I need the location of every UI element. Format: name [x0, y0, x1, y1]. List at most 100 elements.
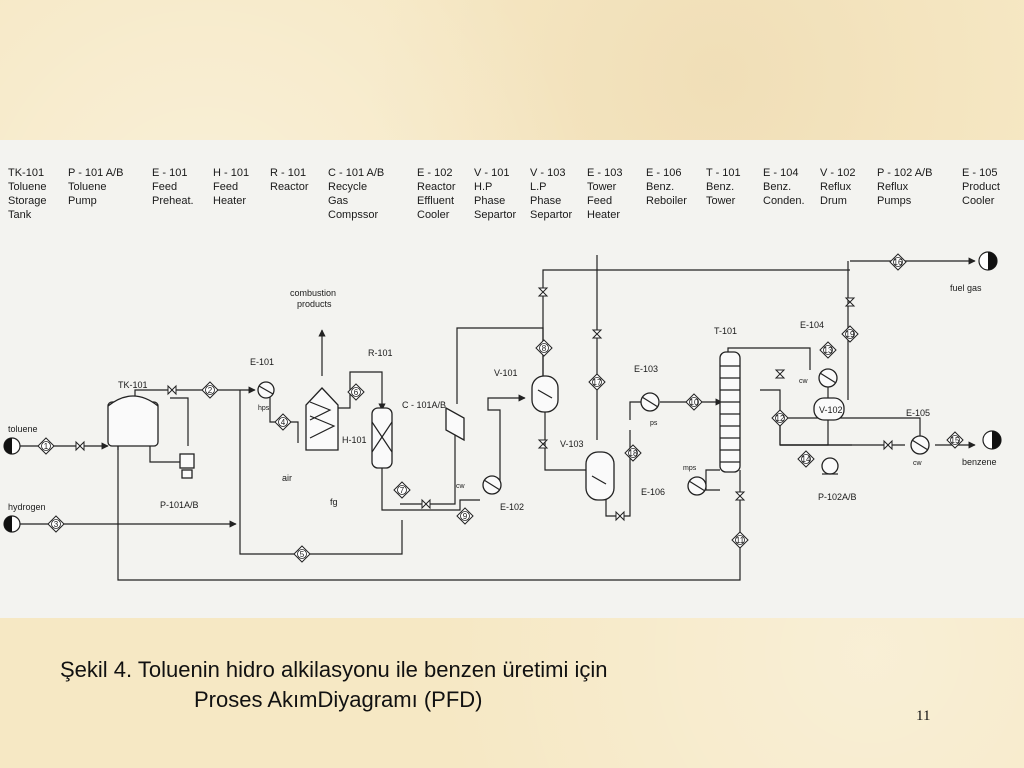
equipment-description: Toluene: [68, 181, 107, 193]
label-e103: E-103: [634, 364, 658, 374]
label-air: air: [282, 473, 292, 483]
stream-marker-4: 4: [274, 413, 292, 431]
stream-number: 3: [54, 520, 59, 529]
stream-number: 8: [542, 344, 547, 353]
valves: [75, 287, 893, 522]
stream-marker-18: 18: [624, 444, 642, 462]
stream-number: 1: [44, 442, 49, 451]
stream-number: 7: [400, 486, 405, 495]
equipment-description: Recycle: [328, 181, 367, 193]
stream-marker-14: 14: [797, 450, 815, 468]
stream-number: 11: [736, 536, 745, 545]
exchanger-e105: [910, 435, 930, 455]
stream-number: 12: [776, 414, 785, 423]
terminal-toluene: [3, 437, 21, 455]
label-e102: E-102: [500, 502, 524, 512]
label-e105: E-105: [906, 408, 930, 418]
equipment-description: Phase: [530, 195, 561, 207]
label-v101: V-101: [494, 368, 518, 378]
equipment-tag: V - 101: [474, 167, 509, 179]
equipment-tag: E - 104: [763, 167, 798, 179]
equipment-tag: R - 101: [270, 167, 306, 179]
label-p101: P-101A/B: [160, 500, 199, 510]
label-hydrogen: hydrogen: [8, 502, 46, 512]
equipment-tag: H - 101: [213, 167, 249, 179]
label-cw2: cw: [799, 378, 809, 385]
exchanger-e103: [640, 392, 660, 412]
stream-marker-15: 15: [946, 431, 964, 449]
equipment-description: Feed: [213, 181, 238, 193]
label-p102: P-102A/B: [818, 492, 857, 502]
label-combustion-2: products: [297, 299, 332, 309]
equipment-description: Cooler: [417, 209, 450, 221]
exchanger-e102: [482, 475, 502, 495]
equipment-description: Heater: [587, 209, 620, 221]
equipment-tag: V - 102: [820, 167, 855, 179]
equipment-tag: P - 102 A/B: [877, 167, 932, 179]
page-number: 11: [916, 708, 931, 724]
caption-line-2: Proses AkımDiyagramı (PFD): [194, 687, 483, 712]
stream-number: 4: [281, 418, 286, 427]
equipment-description: H.P: [474, 181, 492, 193]
equipment-description: Product: [962, 181, 1000, 193]
stream-number: 6: [354, 388, 359, 397]
label-combustion-1: combustion: [290, 288, 336, 298]
terminal-fuel-gas: [978, 251, 998, 271]
stream-number: 5: [300, 550, 305, 559]
equipment-description: Feed: [152, 181, 177, 193]
label-t101: T-101: [714, 326, 737, 336]
label-hps: hps: [258, 405, 270, 412]
equipment-description: Reboiler: [646, 195, 687, 207]
label-toluene: toluene: [8, 424, 38, 434]
equipment-description: L.P: [530, 181, 547, 193]
equipment-description: Feed: [587, 195, 612, 207]
stream-marker-2: 2: [201, 381, 219, 399]
stream-marker-3: 3: [47, 515, 65, 533]
equipment-description: Pumps: [877, 195, 912, 207]
equipment-description: Tower: [587, 181, 617, 193]
heater-h101: [305, 387, 339, 451]
exchanger-e104: [818, 368, 838, 388]
equipment-description: Drum: [820, 195, 847, 207]
stream-marker-10: 10: [685, 393, 703, 411]
stream-number: 9: [463, 512, 468, 521]
equipment-description: Reflux: [877, 181, 909, 193]
equipment-tag: E - 101: [152, 167, 187, 179]
equipment-description: Cooler: [962, 195, 995, 207]
label-fg: fg: [330, 497, 338, 507]
stream-marker-19: 19: [841, 325, 859, 343]
stream-number: 17: [593, 378, 602, 387]
label-e104: E-104: [800, 320, 824, 330]
label-v102: V-102: [819, 405, 843, 415]
equipment-tag: E - 106: [646, 167, 681, 179]
terminal-benzene: [982, 430, 1002, 450]
tank-tk101: [107, 395, 159, 447]
label-fuel-gas: fuel gas: [950, 283, 982, 293]
compressor-c101: [445, 406, 465, 442]
equipment-description: Reactor: [417, 181, 456, 193]
stream-marker-12: 12: [771, 409, 789, 427]
vessel-v102: [813, 397, 845, 421]
equipment-tag: P - 101 A/B: [68, 167, 123, 179]
stream-number: 15: [951, 436, 960, 445]
equipment-description: Separtor: [474, 209, 517, 221]
label-h101: H-101: [342, 435, 367, 445]
label-r101: R-101: [368, 348, 393, 358]
label-c101: C - 101A/B: [402, 400, 446, 410]
terminal-hydrogen: [3, 515, 21, 533]
stream-marker-7: 7: [393, 481, 411, 499]
stream-marker-16: 16: [889, 253, 907, 271]
label-cw1: cw: [456, 483, 466, 490]
stream-number: 14: [802, 455, 811, 464]
